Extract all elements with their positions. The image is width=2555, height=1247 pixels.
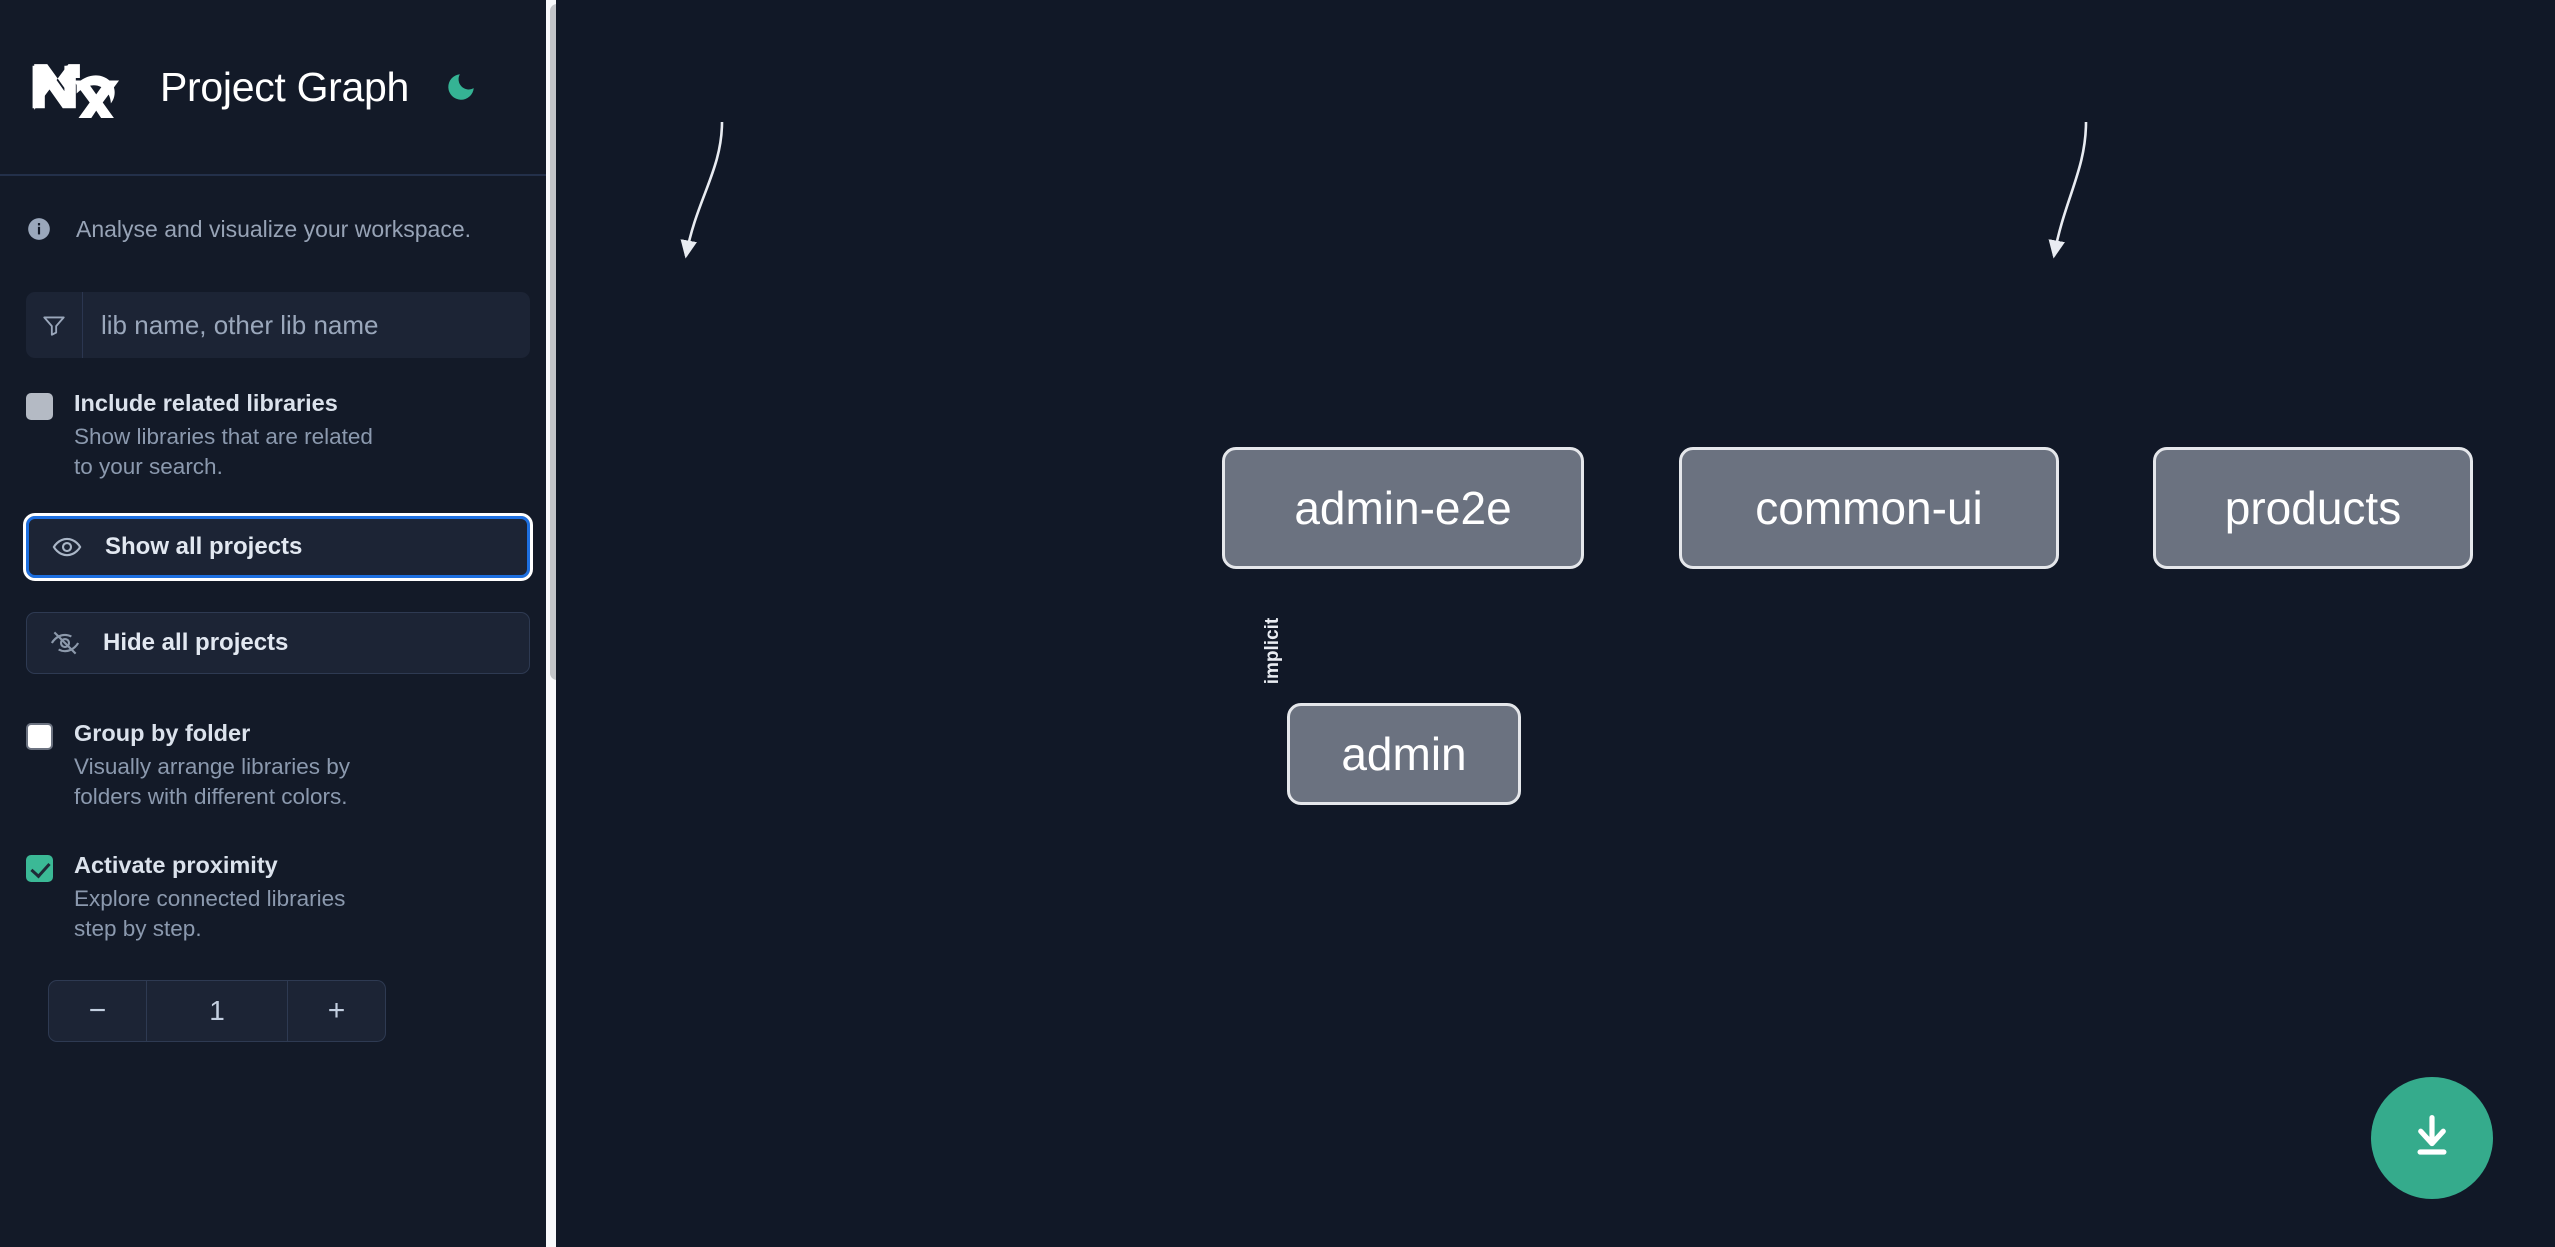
option-include-related-libraries[interactable]: Include related libraries Show libraries… (26, 388, 530, 482)
activate-proximity-label: Activate proximity (74, 852, 278, 878)
search-input[interactable] (83, 292, 530, 358)
graph-node-admin-e2e[interactable]: admin-e2e (1222, 447, 1584, 569)
graph-canvas[interactable]: implicit implicit admin-e2e common-ui pr… (556, 0, 2555, 1247)
sidebar-body: Analyse and visualize your workspace. In… (0, 176, 556, 1042)
filter-icon[interactable] (26, 292, 83, 358)
group-by-folder-label: Group by folder (74, 720, 251, 746)
search-bar (26, 292, 530, 358)
option-activate-proximity[interactable]: Activate proximity Explore connected lib… (26, 850, 530, 944)
proximity-increment-button[interactable]: + (287, 981, 385, 1041)
show-all-projects-label: Show all projects (105, 533, 303, 560)
group-by-folder-checkbox[interactable] (26, 723, 53, 750)
nx-logo (26, 56, 124, 123)
proximity-value[interactable]: 1 (209, 995, 225, 1026)
graph-node-admin[interactable]: admin (1287, 703, 1521, 805)
graph-node-common-ui[interactable]: common-ui (1679, 447, 2059, 569)
show-all-projects-button[interactable]: Show all projects (23, 513, 533, 581)
option-group-by-folder[interactable]: Group by folder Visually arrange librari… (26, 718, 530, 812)
activate-proximity-description: Explore connected libraries step by step… (74, 886, 346, 941)
proximity-stepper: − 1 + (48, 980, 386, 1042)
info-icon (26, 216, 52, 242)
sidebar: Project Graph Analyse and visualize your… (0, 0, 568, 1247)
page-title: Project Graph (160, 63, 410, 110)
hide-all-projects-button[interactable]: Hide all projects (26, 612, 530, 674)
include-related-libraries-description: Show libraries that are related to your … (74, 424, 373, 479)
eye-off-icon (48, 628, 82, 658)
include-related-libraries-label: Include related libraries (74, 390, 338, 416)
workspace-hint: Analyse and visualize your workspace. (26, 176, 530, 246)
edge-label-admin: implicit (1262, 617, 1283, 685)
download-graph-button[interactable] (2371, 1077, 2493, 1199)
graph-node-products[interactable]: products (2153, 447, 2473, 569)
moon-icon[interactable] (441, 67, 481, 107)
graph-edges (680, 121, 2088, 259)
include-related-libraries-checkbox[interactable] (26, 393, 53, 420)
activate-proximity-checkbox[interactable] (26, 855, 53, 882)
workspace-hint-text: Analyse and visualize your workspace. (76, 215, 472, 242)
download-icon (2406, 1110, 2458, 1167)
proximity-decrement-button[interactable]: − (49, 981, 147, 1041)
group-by-folder-description: Visually arrange libraries by folders wi… (74, 754, 350, 809)
eye-icon (50, 532, 84, 562)
sidebar-header: Project Graph (0, 0, 556, 176)
hide-all-projects-label: Hide all projects (103, 629, 289, 656)
